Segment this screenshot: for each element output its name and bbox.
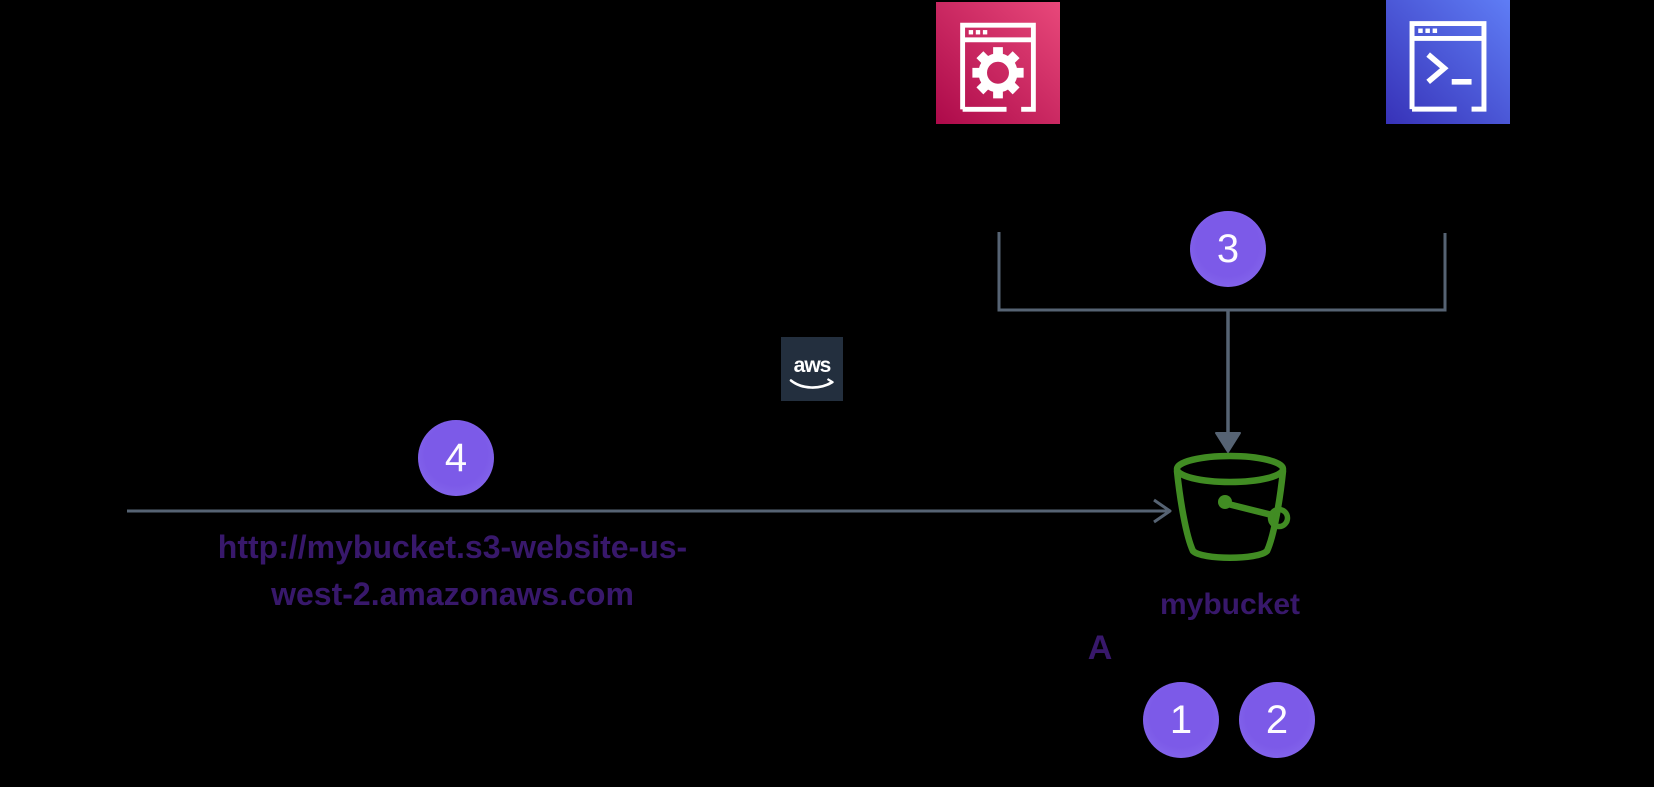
bucket-rim xyxy=(1173,452,1287,486)
console-window-frame xyxy=(960,22,1036,112)
terminal-prompt-icon xyxy=(1426,52,1472,85)
bracket-connector xyxy=(997,232,1447,312)
s3-bucket-icon xyxy=(1173,452,1291,561)
bucket-name-label: mybucket xyxy=(1159,588,1301,621)
step-badge-2: 2 xyxy=(1239,682,1315,758)
badge-4-number: 4 xyxy=(444,436,468,480)
aws-smile-icon xyxy=(789,378,834,389)
badge-1-number: 1 xyxy=(1169,698,1193,742)
right-arrow-head xyxy=(1153,498,1172,524)
url-line-2: west-2.amazonaws.com xyxy=(271,576,634,612)
gear-icon xyxy=(972,47,1024,99)
step-badge-3: 3 xyxy=(1190,211,1266,287)
bucket-body xyxy=(1173,467,1287,561)
bucket-handle-ring xyxy=(1267,506,1291,530)
bucket-handle-line xyxy=(1224,500,1276,519)
management-console-icon xyxy=(936,2,1060,124)
bucket-handle-knob xyxy=(1218,495,1232,509)
aws-logo-text: aws xyxy=(793,354,832,377)
url-line-1: http://mybucket.s3-website-us- xyxy=(217,529,688,565)
cli-titlebar-dots xyxy=(1418,28,1438,33)
aws-logo-icon: aws xyxy=(781,337,843,401)
step-badge-1: 1 xyxy=(1143,682,1219,758)
badge-2-number: 2 xyxy=(1265,698,1289,742)
cli-window-frame xyxy=(1409,21,1487,112)
step-badge-4: 4 xyxy=(418,420,494,496)
console-titlebar-dots xyxy=(968,30,988,35)
cli-icon xyxy=(1386,0,1510,124)
badge-3-number: 3 xyxy=(1216,227,1240,271)
website-endpoint-url: http://mybucket.s3-website-us- west-2.am… xyxy=(130,524,775,618)
down-arrow-head xyxy=(1215,432,1241,453)
annotation-a-label: A xyxy=(1087,629,1113,667)
